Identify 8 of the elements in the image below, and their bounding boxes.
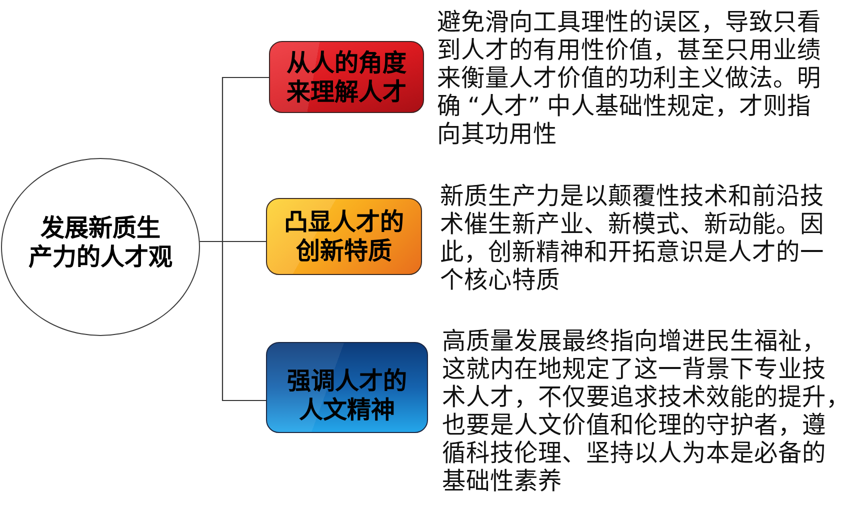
- topic-ellipse: 发展新质生产力的人才观: [1, 158, 200, 336]
- description-text: 避免滑向工具理性的误区，导致只看到人才的有用性价值，甚至只用业绩来衡量人才价值的功利主义做法。明确“人才”中人基础性规定，才则指向其功用性: [437, 8, 822, 148]
- category-box: 凸显人才的创新特质: [266, 198, 422, 275]
- category-box: 从人的角度来理解人才: [269, 41, 424, 113]
- description-text: 新质生产力是以颠覆性技术和前沿技术催生新产业、新模式、新动能。因此，创新精神和开拓意识是人才的一个核心特质: [440, 182, 825, 294]
- description-text: 高质量发展最终指向增进民生福祉，这就内在地规定了这一背景下专业技术人才，不仅要追求技术效能的提升，也要是人文价值和伦理的守护者，遵循科技伦理、坚持以人为本是必备的基础性素养: [442, 327, 851, 495]
- connector-line: [200, 240, 266, 402]
- category-box: 强调人才的人文精神: [266, 342, 428, 433]
